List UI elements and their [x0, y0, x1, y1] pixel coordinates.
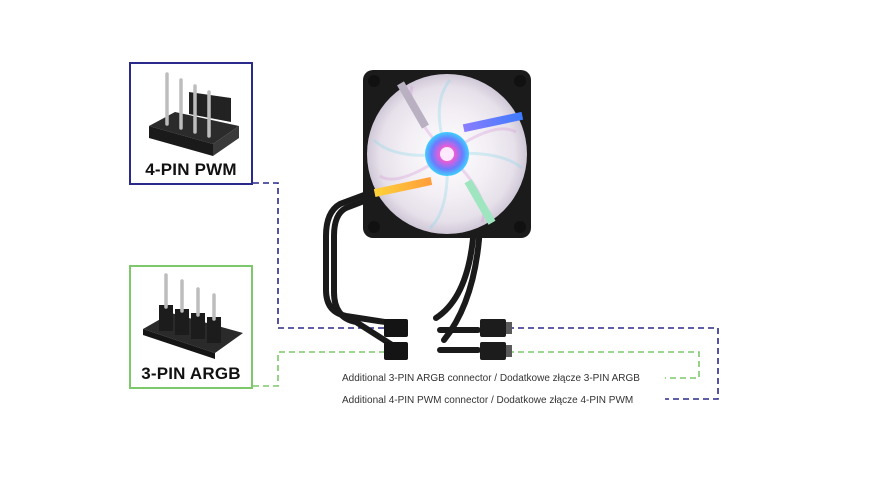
pwm-connector-note: Additional 4-PIN PWM connector / Dodatko… [342, 395, 634, 406]
argb-connector-box: 3-PIN ARGB [129, 265, 253, 389]
pwm-dashed-line [253, 182, 719, 400]
pwm-label: 4-PIN PWM [145, 160, 237, 179]
argb-fan [363, 70, 531, 238]
argb-dashed-line [253, 351, 700, 387]
pwm-connector-icon [149, 72, 239, 156]
argb-connector-icon [143, 273, 243, 359]
pwm-connector-box: 4-PIN PWM [129, 62, 253, 185]
cable-connector-plugs [384, 319, 512, 360]
argb-connector-note: Additional 3-PIN ARGB connector / Dodatk… [342, 373, 640, 384]
fan-cables [323, 189, 483, 353]
argb-label: 3-PIN ARGB [141, 364, 241, 383]
